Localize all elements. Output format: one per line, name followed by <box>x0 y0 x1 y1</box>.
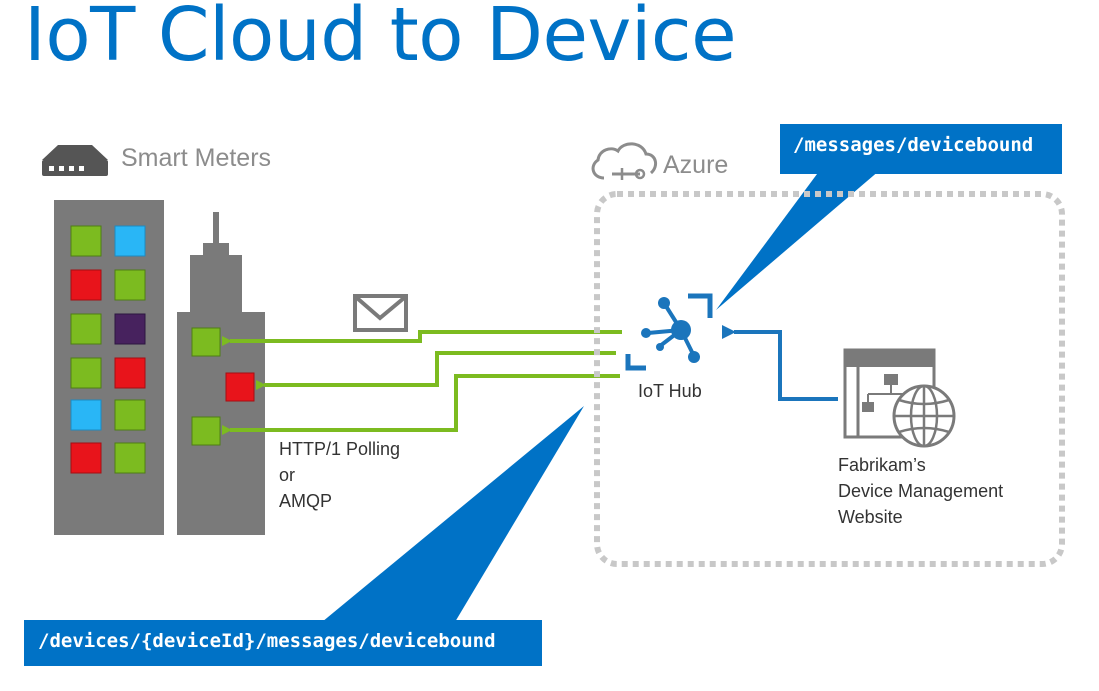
azure-label: Azure <box>663 151 729 179</box>
smart-meters-label: Smart Meters <box>121 144 272 172</box>
cloud-icon <box>591 142 658 180</box>
protocol-line: or <box>279 465 296 485</box>
meter-square <box>114 269 146 301</box>
meter-square <box>114 225 146 257</box>
protocol-line: HTTP/1 Polling <box>279 439 401 459</box>
website-line: Fabrikam’s <box>838 455 926 475</box>
callout-top <box>716 124 1062 310</box>
message-arrow <box>256 351 616 390</box>
meter-square <box>70 357 102 389</box>
envelope-icon <box>353 294 408 332</box>
building-left <box>54 200 164 535</box>
building-right <box>177 212 265 535</box>
router-icon <box>42 145 108 176</box>
callout-bottom <box>24 406 584 666</box>
message-arrow <box>222 374 620 435</box>
meter-square <box>70 399 102 431</box>
meter-square <box>114 313 146 345</box>
meter-square <box>225 372 255 402</box>
website-line: Device Management <box>838 481 1004 501</box>
azure-region <box>594 191 1065 567</box>
meter-square <box>114 399 146 431</box>
iot-hub-icon <box>625 293 713 371</box>
meter-square <box>70 442 102 474</box>
message-arrow <box>222 330 622 346</box>
callout-bottom-text: /devices/{deviceId}/messages/devicebound <box>38 630 496 652</box>
meter-square <box>114 442 146 474</box>
website-globe-icon <box>843 348 956 448</box>
iot-hub-label: IoT Hub <box>638 381 702 401</box>
protocol-label: HTTP/1 Polling or AMQP <box>279 436 400 514</box>
callout-top-text: /messages/devicebound <box>793 134 1034 156</box>
website-line: Website <box>838 507 903 527</box>
meter-square <box>70 225 102 257</box>
meter-square <box>191 416 221 446</box>
device-management-arrow <box>722 325 838 401</box>
message-arrows <box>222 330 622 435</box>
meter-square <box>191 327 221 357</box>
page-title: IoT Cloud to Device <box>24 0 737 78</box>
website-label: Fabrikam’s Device Management Website <box>838 452 1003 530</box>
meter-square <box>70 313 102 345</box>
meter-square <box>70 269 102 301</box>
meter-square <box>114 357 146 389</box>
protocol-line: AMQP <box>279 491 333 511</box>
